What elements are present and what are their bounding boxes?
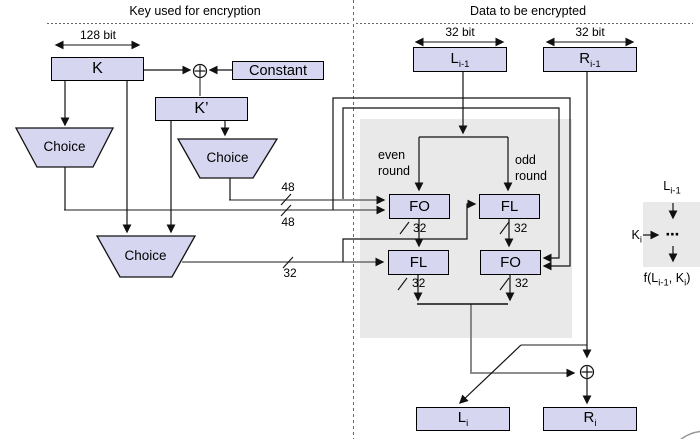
w32-fo-bottom-label: 32 (515, 276, 529, 290)
mini-l-prev-label: Li-1 (663, 179, 681, 197)
w32-fl-top-label: 32 (514, 221, 528, 235)
corner-arc-decoration (680, 430, 700, 439)
mini-dots: ⋯ (665, 226, 681, 242)
bus32-label: 32 (283, 266, 297, 280)
bus-width-slashes (280, 193, 510, 291)
label-32bit-right: 32 bit (575, 25, 605, 39)
data-section-title: Data to be encrypted (469, 4, 587, 18)
bus48-top-label: 48 (281, 180, 295, 194)
connector-lines (60, 65, 678, 405)
w32-fo-top-label: 32 (413, 221, 427, 235)
k-box: K (51, 57, 144, 81)
fo-top-box: FO (389, 194, 450, 219)
odd-round-label: odd round (515, 153, 547, 183)
diagonal-to-li (459, 344, 522, 404)
label-32bit-left: 32 bit (445, 25, 475, 39)
section-separators (47, 0, 693, 439)
fo-bottom-box: FO (480, 250, 541, 275)
f-output-to-xor (470, 304, 576, 378)
bus48-wrap-outer (332, 97, 571, 271)
xor-nodes (192, 63, 595, 380)
even-round-label: even round (378, 148, 410, 178)
choice3-label: Choice (124, 248, 167, 263)
fl-top-box: FL (479, 194, 540, 219)
round-function-panel (360, 119, 572, 338)
w32-fl-bottom-label: 32 (412, 276, 426, 290)
l-out-box: Li (416, 407, 510, 431)
choice1-shape (14, 127, 115, 168)
bus48-wrap-inner (342, 107, 560, 263)
l-prev-box: Li-1 (413, 47, 507, 72)
label-128bit: 128 bit (79, 28, 117, 42)
choice2-shape (176, 138, 279, 179)
bit-width-arrows (54, 37, 635, 50)
mini-ki-label: Ki (631, 228, 642, 246)
r-prev-box: Ri-1 (543, 47, 637, 72)
mini-f-label: f(Li-1, Ki) (643, 271, 691, 289)
choice-trapezoids (14, 127, 279, 278)
r-out-box: Ri (543, 407, 637, 431)
constant-box: Constant (232, 61, 324, 80)
choice3-shape (95, 235, 197, 278)
key-section-title: Key used for encryption (129, 4, 261, 18)
key-bus-lines (64, 78, 587, 378)
choice2-label: Choice (206, 150, 249, 165)
k-prime-box: K’ (155, 97, 248, 121)
choice1-label: Choice (43, 139, 86, 154)
bus32-branch-to-fl (342, 199, 477, 262)
fl-bottom-box: FL (388, 250, 449, 275)
bus48-bottom-label: 48 (281, 215, 295, 229)
